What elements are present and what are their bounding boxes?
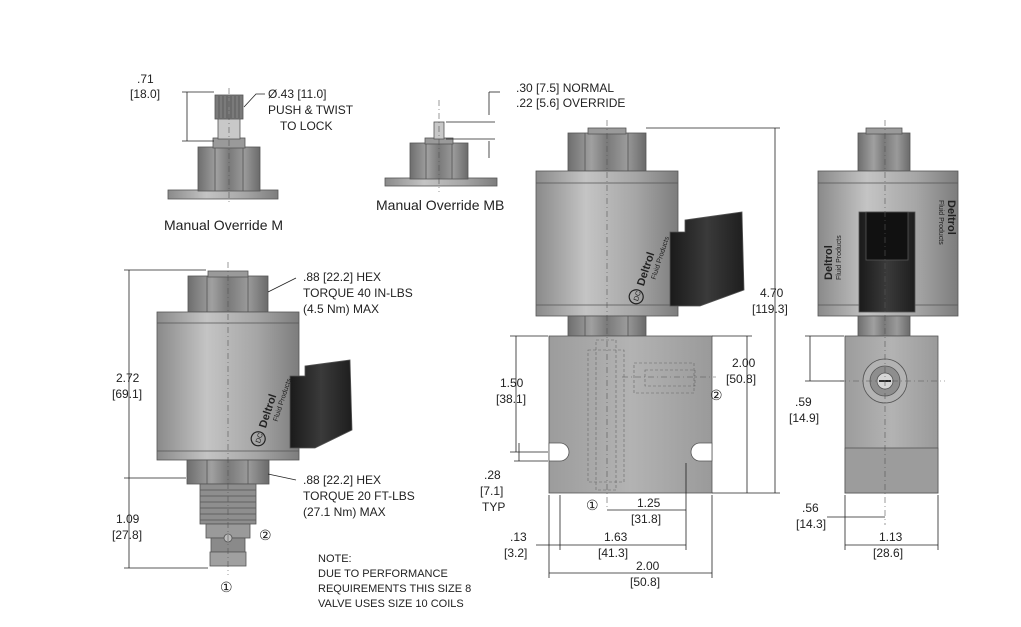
cartridge-height-mm: [27.8] (112, 528, 142, 542)
override-mb-caption: Manual Override MB (376, 197, 504, 213)
override-m-instruction-1: PUSH & TWIST (268, 103, 354, 117)
port-offset-mm: [38.1] (496, 392, 526, 406)
side-port-1-marker: ① (220, 579, 233, 595)
brand-logo-end-right: Deltrol Fluid Products (937, 200, 957, 245)
body-width-mm: [50.8] (630, 575, 660, 589)
front-port-1-marker: ① (586, 497, 599, 513)
end-port-height-mm: [14.9] (789, 411, 819, 425)
slot-width-in: .28 (484, 468, 501, 482)
override-m-instruction-2: TO LOCK (280, 119, 332, 133)
top-hex-torque: TORQUE 40 IN-LBS (303, 286, 413, 300)
port-offset-in: 1.50 (500, 376, 524, 390)
width-2-in: 1.63 (604, 530, 628, 544)
body-height-in: 2.00 (732, 356, 756, 370)
override-m-diameter: Ø.43 [11.0] (268, 87, 326, 101)
top-hex-dimension: .88 [22.2] HEX (303, 270, 381, 284)
slot-width-mm: [7.1] (480, 484, 503, 498)
body-width-in: 2.00 (636, 559, 660, 573)
override-mb-override: .22 [5.6] OVERRIDE (516, 96, 625, 110)
front-port-2-marker: ② (710, 387, 723, 403)
brand-sub-end-left: Fluid Products (836, 235, 843, 280)
note-title: NOTE: (318, 553, 352, 565)
end-width-mm: [28.6] (873, 546, 903, 560)
width-2-mm: [41.3] (598, 546, 628, 560)
note-line-2: REQUIREMENTS THIS SIZE 8 (318, 583, 471, 595)
brand-logo-end-left: Deltrol Fluid Products (823, 235, 843, 280)
overall-length-mm: [119.3] (752, 302, 788, 316)
bottom-hex-dimension: .88 [22.2] HEX (303, 473, 381, 487)
edge-offset-in: .13 (510, 530, 527, 544)
brand-logo-mark-front: DC (633, 290, 643, 302)
end-port-height-in: .59 (795, 395, 812, 409)
top-hex-torque-metric: (4.5 Nm) MAX (303, 302, 379, 316)
brand-name-end-right: Deltrol (945, 200, 957, 235)
overall-height-in: 2.72 (116, 371, 140, 385)
note-line-3: VALVE USES SIZE 10 COILS (318, 598, 464, 610)
override-mb-drawing (384, 91, 500, 192)
end-offset-in: .56 (802, 501, 819, 515)
width-1-in: 1.25 (637, 496, 661, 510)
override-mb-normal: .30 [7.5] NORMAL (516, 81, 614, 95)
end-view-drawing (805, 120, 959, 550)
bottom-hex-torque-metric: (27.1 Nm) MAX (303, 505, 386, 519)
end-offset-mm: [14.3] (796, 517, 826, 531)
brand-sub-end-right: Fluid Products (937, 200, 944, 245)
bottom-hex-torque: TORQUE 20 FT-LBS (303, 489, 415, 503)
brand-name-end-left: Deltrol (823, 245, 835, 280)
override-m-drawing (167, 88, 279, 204)
end-width-in: 1.13 (879, 530, 903, 544)
brand-logo-mark-side: DC (255, 432, 265, 444)
body-height-mm: [50.8] (726, 372, 756, 386)
width-1-mm: [31.8] (631, 512, 661, 526)
front-view-drawing (510, 120, 780, 578)
slot-typ-label: TYP (482, 500, 505, 514)
override-m-height-mm: [18.0] (130, 87, 160, 101)
side-view-drawing (124, 262, 353, 575)
override-m-caption: Manual Override M (164, 217, 283, 233)
overall-length-in: 4.70 (760, 286, 784, 300)
note-line-1: DUE TO PERFORMANCE (318, 568, 448, 580)
override-m-height-in: .71 (137, 72, 154, 86)
cartridge-height-in: 1.09 (116, 512, 140, 526)
overall-height-mm: [69.1] (112, 387, 142, 401)
edge-offset-mm: [3.2] (504, 546, 527, 560)
side-port-2-marker: ② (259, 527, 272, 543)
